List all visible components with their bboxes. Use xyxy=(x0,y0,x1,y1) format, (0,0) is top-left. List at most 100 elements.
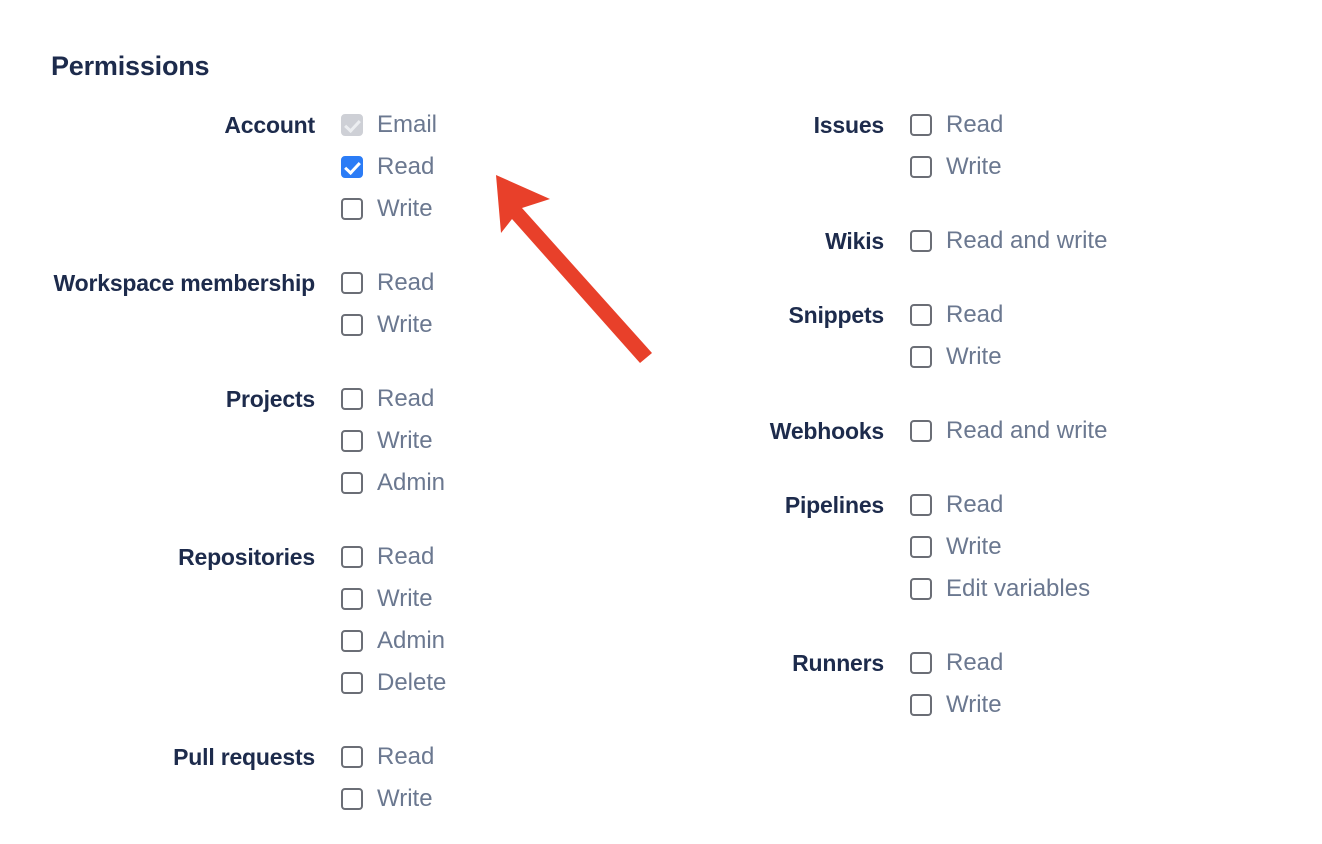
checkbox-read-and-write-icon[interactable] xyxy=(910,230,932,252)
permission-option-row[interactable]: Admin xyxy=(341,620,660,662)
permission-option-list: Read and write xyxy=(910,220,1322,262)
checkbox-write-icon[interactable] xyxy=(910,156,932,178)
permission-option-label: Write xyxy=(946,533,1002,560)
checkbox-read-icon[interactable] xyxy=(341,272,363,294)
checkbox-write-icon[interactable] xyxy=(341,198,363,220)
checkbox-write-icon[interactable] xyxy=(341,788,363,810)
checkbox-read-icon[interactable] xyxy=(341,746,363,768)
checkbox-write-icon[interactable] xyxy=(341,314,363,336)
checkbox-read-icon[interactable] xyxy=(341,546,363,568)
checkbox-write-icon[interactable] xyxy=(910,346,932,368)
permission-option-row[interactable]: Admin xyxy=(341,462,660,504)
permission-group-label: Projects xyxy=(225,386,315,412)
permission-option-label: Admin xyxy=(377,469,446,496)
checkbox-read-icon[interactable] xyxy=(341,156,363,178)
checkbox-edit-variables-icon[interactable] xyxy=(910,578,932,600)
permission-option-row[interactable]: Read xyxy=(341,262,660,304)
permission-option-row[interactable]: Read xyxy=(910,104,1322,146)
permission-option-row[interactable]: Write xyxy=(910,146,1322,188)
permission-group-label: Workspace membership xyxy=(53,270,316,296)
permission-option-row[interactable]: Write xyxy=(910,336,1322,378)
permission-option-label: Read xyxy=(377,153,435,180)
permission-group-label: Account xyxy=(224,112,315,138)
checkbox-email-icon xyxy=(341,114,363,136)
permission-option-row[interactable]: Write xyxy=(341,304,660,346)
checkbox-read-icon[interactable] xyxy=(910,114,932,136)
permission-option-label: Read xyxy=(946,649,1004,676)
permission-option-label: Write xyxy=(377,311,433,338)
permission-option-label: Write xyxy=(946,153,1002,180)
permission-option-label: Read xyxy=(377,743,435,770)
permission-option-row[interactable]: Write xyxy=(341,188,660,230)
permission-option-label: Read xyxy=(946,301,1004,328)
permission-option-label: Read xyxy=(946,491,1004,518)
permission-option-label: Admin xyxy=(377,627,446,654)
permission-option-row[interactable]: Read xyxy=(910,642,1322,684)
checkbox-write-icon[interactable] xyxy=(341,588,363,610)
checkbox-read-and-write-icon[interactable] xyxy=(910,420,932,442)
checkbox-read-icon[interactable] xyxy=(341,388,363,410)
permission-group-label: Pipelines xyxy=(784,492,884,518)
permission-option-row[interactable]: Email xyxy=(341,104,660,146)
permission-option-row[interactable]: Read xyxy=(341,378,660,420)
permission-option-row[interactable]: Read xyxy=(910,294,1322,336)
permission-option-label: Email xyxy=(377,111,438,138)
permission-option-row[interactable]: Read and write xyxy=(910,220,1322,262)
permission-option-row[interactable]: Read xyxy=(341,146,660,188)
checkbox-write-icon[interactable] xyxy=(910,536,932,558)
permission-group-label: Runners xyxy=(792,650,884,676)
permission-option-row[interactable]: Read and write xyxy=(910,410,1322,452)
checkbox-admin-icon[interactable] xyxy=(341,472,363,494)
checkbox-delete-icon[interactable] xyxy=(341,672,363,694)
checkbox-read-icon[interactable] xyxy=(910,652,932,674)
permission-option-row[interactable]: Read xyxy=(910,484,1322,526)
checkbox-read-icon[interactable] xyxy=(910,494,932,516)
checkbox-write-icon[interactable] xyxy=(341,430,363,452)
permission-option-row[interactable]: Write xyxy=(341,578,660,620)
permission-option-row[interactable]: Write xyxy=(910,526,1322,568)
permission-option-row[interactable]: Edit variables xyxy=(910,568,1322,610)
permission-option-list: Read and write xyxy=(910,410,1322,452)
permission-option-label: Read xyxy=(377,385,435,412)
permission-option-row[interactable]: Read xyxy=(341,736,660,778)
permission-option-label: Edit variables xyxy=(946,575,1091,602)
permission-option-label: Read xyxy=(946,111,1004,138)
permission-group-label: Snippets xyxy=(788,302,884,328)
checkbox-read-icon[interactable] xyxy=(910,304,932,326)
checkbox-write-icon[interactable] xyxy=(910,694,932,716)
permission-option-row[interactable]: Write xyxy=(341,778,660,820)
permission-group-label: Repositories xyxy=(178,544,315,570)
permission-option-row[interactable]: Write xyxy=(341,420,660,462)
permission-group: Wikis Read and write xyxy=(660,220,1322,262)
permission-option-row[interactable]: Write xyxy=(910,684,1322,726)
permission-option-label: Write xyxy=(377,785,433,812)
permission-option-label: Write xyxy=(377,195,433,222)
permission-option-label: Write xyxy=(946,343,1002,370)
permission-group-label: Pull requests xyxy=(173,744,315,770)
permission-option-row[interactable]: Read xyxy=(341,536,660,578)
permission-group-label: Wikis xyxy=(825,228,884,254)
permission-option-row[interactable]: Delete xyxy=(341,662,660,704)
permission-option-label: Read and write xyxy=(946,227,1108,254)
permission-option-label: Delete xyxy=(377,669,447,696)
checkbox-admin-icon[interactable] xyxy=(341,630,363,652)
permission-option-label: Write xyxy=(946,691,1002,718)
